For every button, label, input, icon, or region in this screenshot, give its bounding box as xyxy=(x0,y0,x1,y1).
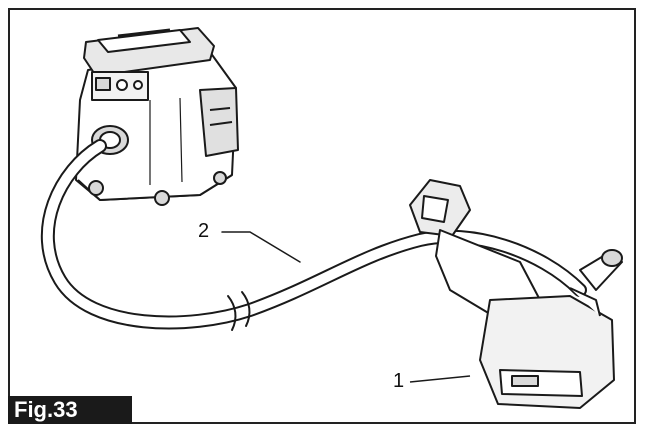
callout-2: 2 xyxy=(198,220,210,242)
cutter-with-dust-cover-icon xyxy=(409,179,623,409)
dust-extractor-icon xyxy=(75,27,239,206)
hose-icon xyxy=(40,139,587,331)
figure-label: Fig.33 xyxy=(8,396,132,424)
callout-1: 1 xyxy=(393,370,405,392)
